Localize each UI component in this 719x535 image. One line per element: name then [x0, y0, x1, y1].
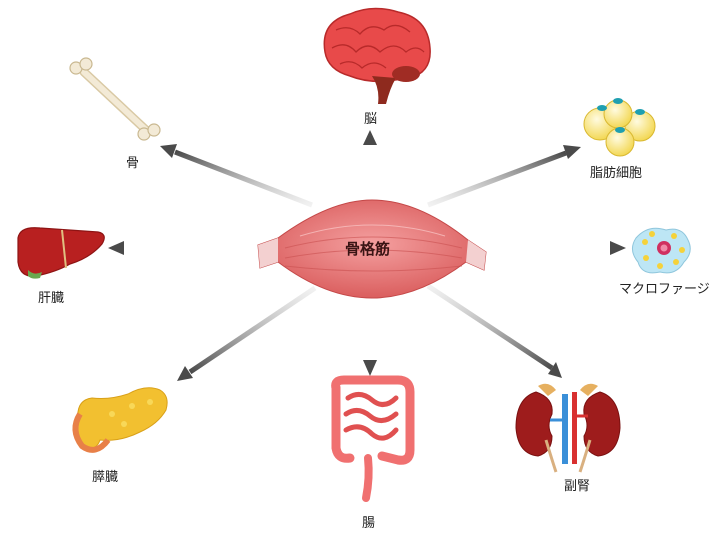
bone-icon: [69, 57, 161, 141]
label-intestine: 腸: [362, 516, 376, 531]
macrophage-icon: [632, 227, 691, 274]
label-adipocyte: 脂肪細胞: [590, 166, 643, 181]
arrow-to-adipocyte: [427, 145, 581, 208]
label-brain: 脳: [364, 112, 378, 127]
pancreas-icon: [72, 387, 168, 453]
label-adrenal: 副腎: [564, 479, 591, 494]
arrow-to-pancreas: [177, 285, 317, 381]
arrow-to-liver: [108, 241, 240, 255]
kidney-adrenal-icon: [515, 383, 621, 473]
arrow-to-bone: [160, 144, 313, 208]
fat-cells-icon: [583, 98, 656, 157]
arrow-to-adrenal: [426, 283, 562, 378]
label-liver: 肝臓: [38, 291, 65, 306]
center-label-skeletal-muscle: 骨格筋: [345, 240, 391, 258]
brain-icon: [323, 7, 431, 104]
muscle-icon: [257, 199, 487, 299]
label-pancreas: 膵臓: [92, 470, 119, 485]
liver-icon: [17, 227, 105, 279]
intestine-icon: [331, 375, 415, 502]
arrow-to-brain: [363, 130, 377, 195]
arrow-to-macrophage: [497, 241, 626, 255]
arrow-to-intestine: [363, 300, 377, 376]
label-bone: 骨: [126, 156, 140, 171]
label-macrophage: マクロファージ: [619, 282, 710, 297]
